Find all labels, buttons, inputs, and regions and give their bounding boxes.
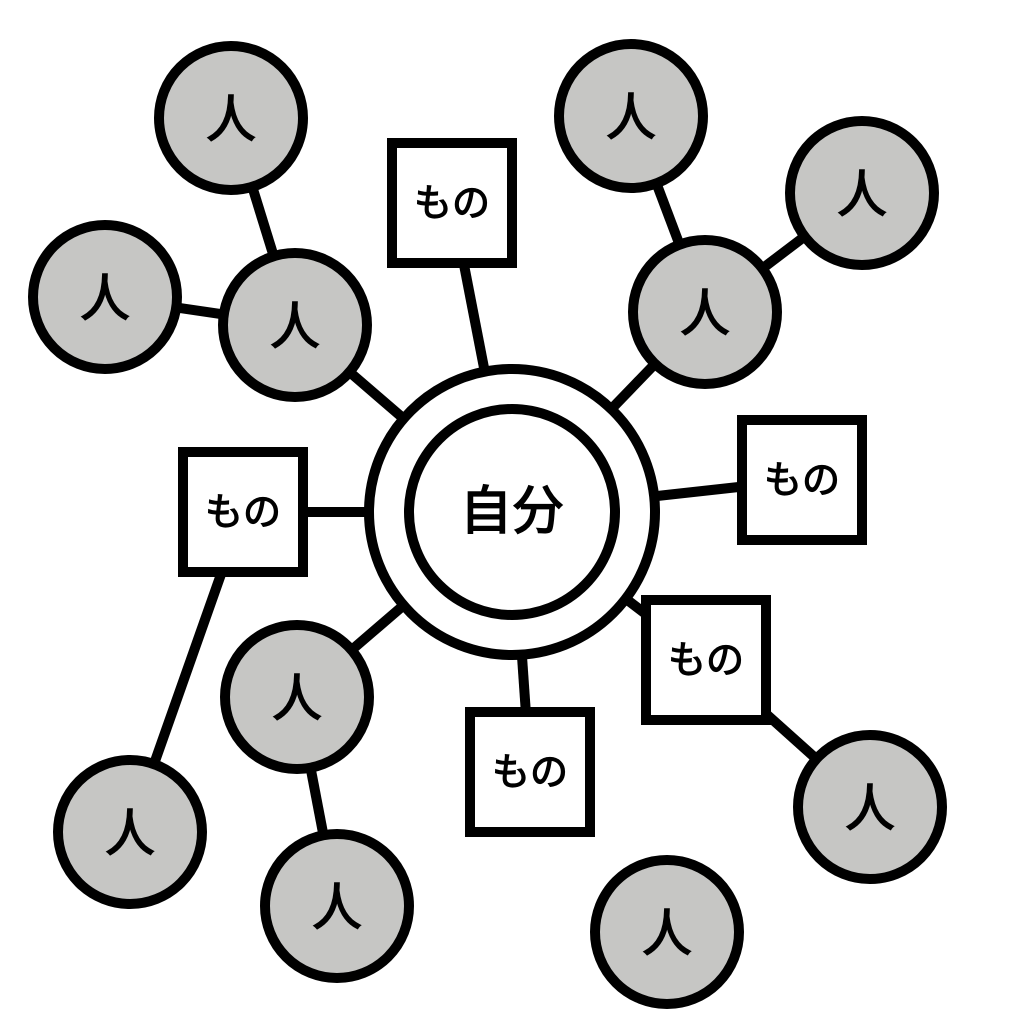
person-node-p10: 人	[53, 755, 207, 909]
person-label: 人	[80, 270, 130, 328]
thing-box	[465, 707, 595, 837]
person-node-p3: 人	[218, 248, 372, 402]
person-label: 人	[680, 285, 730, 343]
thing-box	[178, 447, 308, 577]
person-label: 人	[206, 91, 256, 149]
person-label: 人	[642, 905, 692, 963]
thing-label: もの	[668, 638, 744, 682]
person-node-p6: 人	[628, 235, 782, 389]
nodes-layer: 人人人人人人人人人人人ものものものものもの	[28, 39, 947, 1009]
thing-node-t2: もの	[737, 415, 867, 545]
person-node-p2: 人	[28, 220, 182, 374]
self-label: 自分	[460, 482, 564, 542]
thing-label: もの	[205, 490, 281, 534]
person-label: 人	[837, 166, 887, 224]
person-node-p9: 人	[260, 829, 414, 983]
thing-node-t1: もの	[387, 138, 517, 268]
person-circle	[28, 220, 182, 374]
self-inner-circle	[404, 404, 620, 620]
thing-box	[641, 595, 771, 725]
person-label: 人	[606, 89, 656, 147]
person-circle	[218, 248, 372, 402]
person-node-p1: 人	[154, 41, 308, 195]
person-circle	[628, 235, 782, 389]
person-label: 人	[845, 780, 895, 838]
thing-label: もの	[414, 181, 490, 225]
thing-label: もの	[764, 458, 840, 502]
person-circle	[260, 829, 414, 983]
thing-node-t3: もの	[178, 447, 308, 577]
person-node-p11: 人	[590, 855, 744, 1009]
self-node: 自分	[364, 364, 660, 660]
person-circle	[793, 730, 947, 884]
person-circle	[154, 41, 308, 195]
person-circle	[53, 755, 207, 909]
person-node-p4: 人	[554, 39, 708, 193]
person-circle	[554, 39, 708, 193]
person-node-p7: 人	[793, 730, 947, 884]
person-label: 人	[270, 298, 320, 356]
person-circle	[590, 855, 744, 1009]
person-label: 人	[105, 805, 155, 863]
thing-box	[737, 415, 867, 545]
person-label: 人	[312, 879, 362, 937]
thing-node-t4: もの	[465, 707, 595, 837]
person-node-p8: 人	[220, 620, 374, 774]
thing-node-t5: もの	[641, 595, 771, 725]
thing-label: もの	[492, 750, 568, 794]
thing-box	[387, 138, 517, 268]
person-node-p5: 人	[785, 116, 939, 270]
person-label: 人	[272, 670, 322, 728]
person-circle	[785, 116, 939, 270]
person-circle	[220, 620, 374, 774]
